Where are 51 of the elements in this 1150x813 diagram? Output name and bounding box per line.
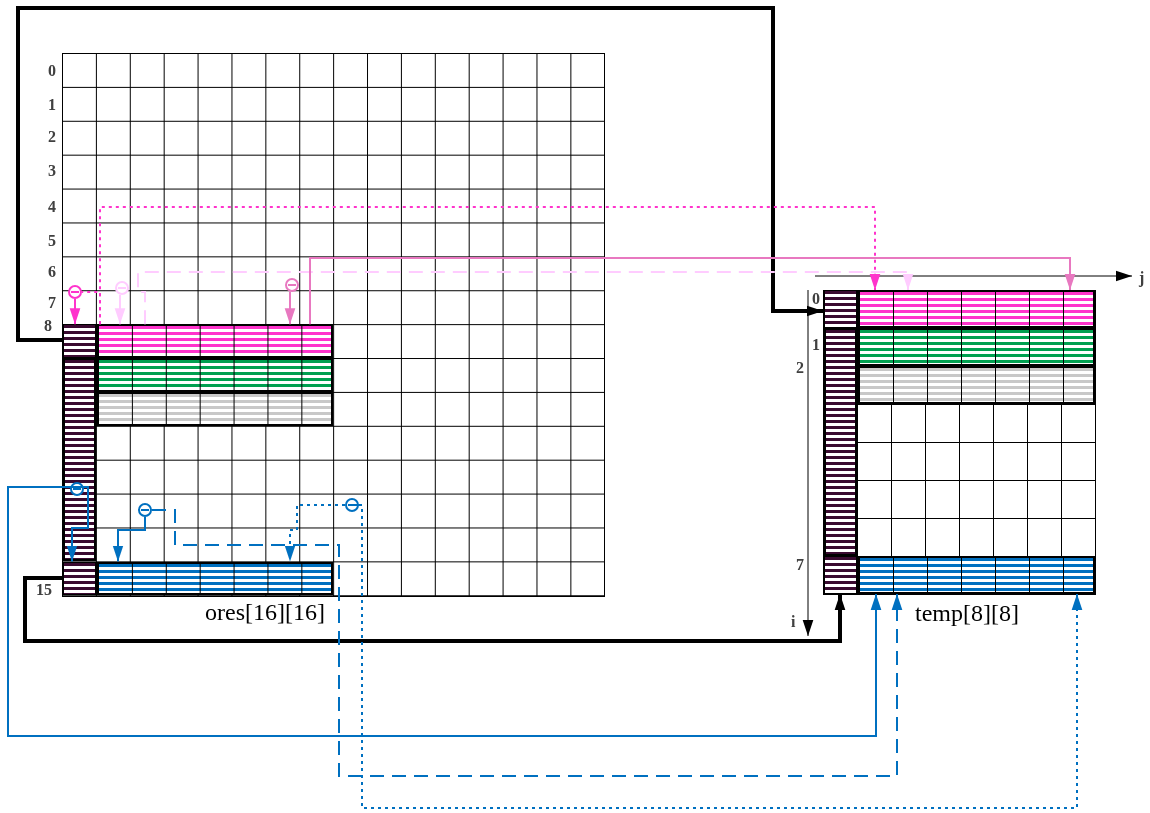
arrow (69, 298, 81, 326)
arrow (7, 486, 882, 737)
arrow (309, 257, 1076, 326)
striped-row (95, 358, 334, 392)
striped-cell (823, 556, 857, 594)
row-index: 15 (36, 582, 52, 598)
arrow (284, 291, 296, 326)
striped-cell (62, 561, 96, 596)
row-index: 7 (796, 557, 804, 573)
minus-circle-icon (138, 503, 152, 517)
row-index: 6 (48, 264, 56, 280)
row-index: 5 (48, 233, 56, 249)
arrow (114, 294, 126, 326)
minus-circle-icon (115, 281, 129, 295)
array-name: temp[8][8] (915, 600, 1019, 626)
row-index: 1 (48, 97, 56, 113)
striped-row (857, 328, 1095, 366)
row-index: 2 (48, 129, 56, 145)
minus-circle-icon (68, 285, 82, 299)
axis-label: i (791, 614, 796, 630)
arrow (23, 576, 846, 643)
striped-row (857, 366, 1095, 404)
arrow (16, 6, 823, 342)
row-index: 2 (796, 360, 804, 376)
striped-row (95, 392, 334, 426)
striped-row (857, 290, 1095, 328)
striped-cell (62, 324, 96, 359)
minus-circle-icon (285, 278, 299, 292)
array-name: ores[16][16] (205, 599, 325, 625)
arrow (284, 504, 360, 563)
row-index: 0 (812, 291, 820, 307)
arrow (358, 504, 1083, 809)
striped-cell (823, 290, 857, 328)
arrow (137, 271, 914, 326)
row-index: 7 (48, 295, 56, 311)
row-index: 1 (812, 337, 820, 353)
row-index: 8 (44, 318, 52, 334)
row-index: 0 (48, 63, 56, 79)
minus-circle-icon (345, 498, 359, 512)
striped-column (823, 328, 857, 556)
striped-column (62, 358, 96, 562)
arrow (81, 291, 101, 326)
arrow (151, 509, 903, 777)
row-index: 3 (48, 163, 56, 179)
striped-row (95, 324, 334, 359)
axis-label: j (1139, 270, 1145, 286)
striped-row (857, 556, 1095, 594)
row-index: 4 (48, 199, 56, 215)
striped-row (95, 561, 334, 596)
arrow (66, 486, 89, 563)
arrow (112, 516, 146, 563)
